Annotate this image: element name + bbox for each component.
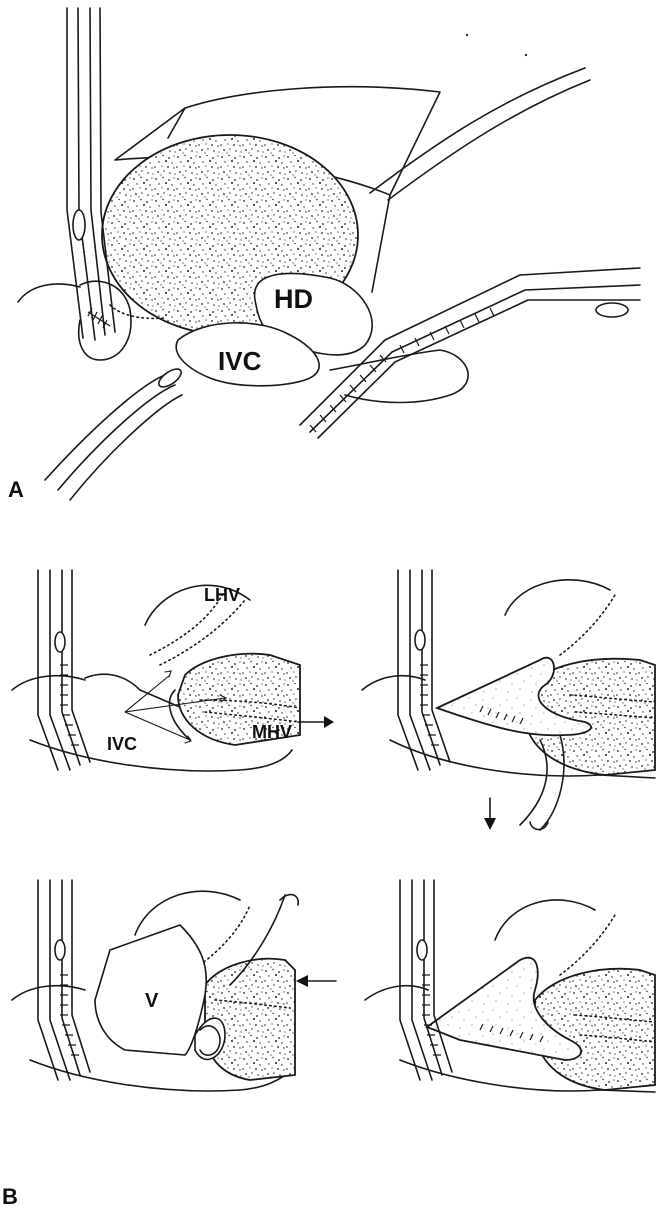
flow-arrow-left — [296, 975, 336, 987]
label-v: V — [145, 990, 159, 1012]
dotted-vein — [560, 915, 615, 975]
vessel-outline — [330, 350, 468, 403]
liver-curve — [505, 580, 610, 615]
vascular-clamp-left — [67, 8, 115, 340]
cuff-side — [372, 195, 390, 292]
vascular-clamp — [400, 880, 452, 1080]
panel-b-step-3 — [365, 880, 655, 1092]
panel-label-a: A — [8, 477, 24, 502]
panel-b-step-2 — [362, 570, 655, 830]
panel-b-step-1: LHV MHV IVC — [12, 570, 300, 771]
panel-label-b: B — [2, 1184, 18, 1209]
vascular-clamp — [38, 570, 90, 770]
label-ivc-a: IVC — [218, 346, 262, 376]
vascular-clamp-lower — [45, 366, 184, 500]
tissue-outline — [365, 986, 428, 1000]
tissue-outline — [362, 676, 425, 690]
label-lhv: LHV — [204, 585, 240, 605]
tissue-outline — [12, 986, 85, 1000]
label-ivc-b: IVC — [107, 734, 137, 754]
flow-arrow-right — [298, 716, 334, 728]
label-mhv: MHV — [252, 722, 292, 742]
tissue-outline — [18, 284, 80, 302]
liver-curve — [495, 900, 595, 940]
dotted-vein — [560, 595, 615, 655]
panel-b-step-4: V — [12, 880, 298, 1091]
vascular-clamp — [38, 880, 90, 1080]
dotted-vein — [200, 905, 250, 965]
suture-thread — [520, 740, 547, 825]
label-hd: HD — [274, 284, 313, 314]
liver-edge — [79, 281, 131, 360]
flow-arrow-down — [484, 798, 496, 830]
tissue-outline — [12, 676, 85, 690]
vascular-clamp — [398, 570, 450, 770]
panel-a: HD IVC — [8, 8, 640, 502]
liver-curve — [135, 891, 240, 935]
